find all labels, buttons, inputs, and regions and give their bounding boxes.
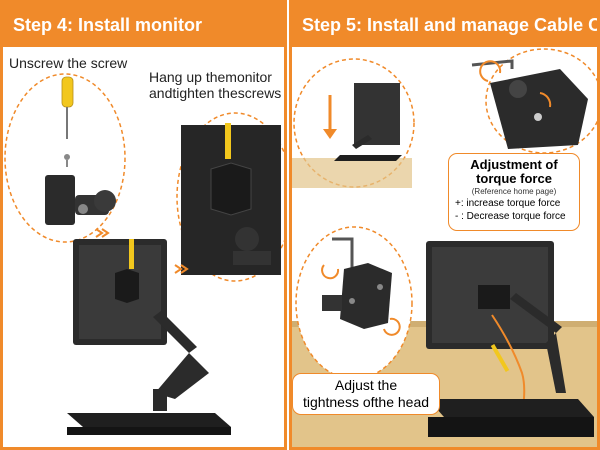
small-monitor: [334, 83, 402, 161]
screw-icon: [64, 154, 70, 167]
main-stand-base: [428, 399, 594, 437]
torque-knob-closeup: [490, 69, 588, 149]
hex-key-icon: [332, 237, 354, 269]
adjust-head-callout: Adjust the tightness ofthe head: [292, 373, 440, 415]
vesa-plate-closeup: [322, 263, 392, 329]
vesa-bracket-small: [45, 175, 116, 225]
monitor-stand-main: [67, 239, 231, 435]
step4-panel: Step 4: Install monitor Unscrew the scre…: [0, 0, 287, 450]
rotate-arrow-icon: [479, 60, 552, 108]
double-chevron-icon: [174, 264, 189, 274]
step4-title: Step 4: Install monitor: [3, 3, 284, 47]
torque-title-line1: Adjustment of: [470, 157, 558, 172]
hang-label-line1: Hang up themonitor: [149, 69, 272, 85]
rotate-arrow-icon: [321, 264, 401, 336]
double-chevron-icon: [95, 228, 110, 238]
torque-title-line2: torque force: [476, 171, 552, 186]
main-monitor: [426, 241, 566, 434]
torque-decrease: - : Decrease torque force: [455, 211, 566, 222]
monitor-back-closeup: [181, 123, 281, 275]
adjust-line2: tightness ofthe head: [302, 394, 430, 410]
step4-illustration: [4, 73, 284, 435]
torque-reference: (Reference home page): [471, 187, 557, 196]
step5-title: Step 5: Install and manage Cable Case: [292, 3, 597, 47]
screwdriver-icon: [61, 76, 74, 139]
hex-key-icon: [471, 59, 514, 69]
step5-panel: Step 5: Install and manage Cable Case: [289, 0, 600, 450]
down-arrow-icon: [323, 95, 337, 139]
torque-increase: +: increase torque force: [455, 198, 561, 209]
hang-label-line2: andtighten thescrews: [149, 85, 282, 101]
adjust-line1: Adjust the: [334, 377, 398, 393]
unscrew-label: Unscrew the screw: [9, 55, 128, 71]
step5-illustration: [292, 48, 597, 447]
torque-callout: Adjustment of torque force (Reference ho…: [448, 153, 580, 231]
